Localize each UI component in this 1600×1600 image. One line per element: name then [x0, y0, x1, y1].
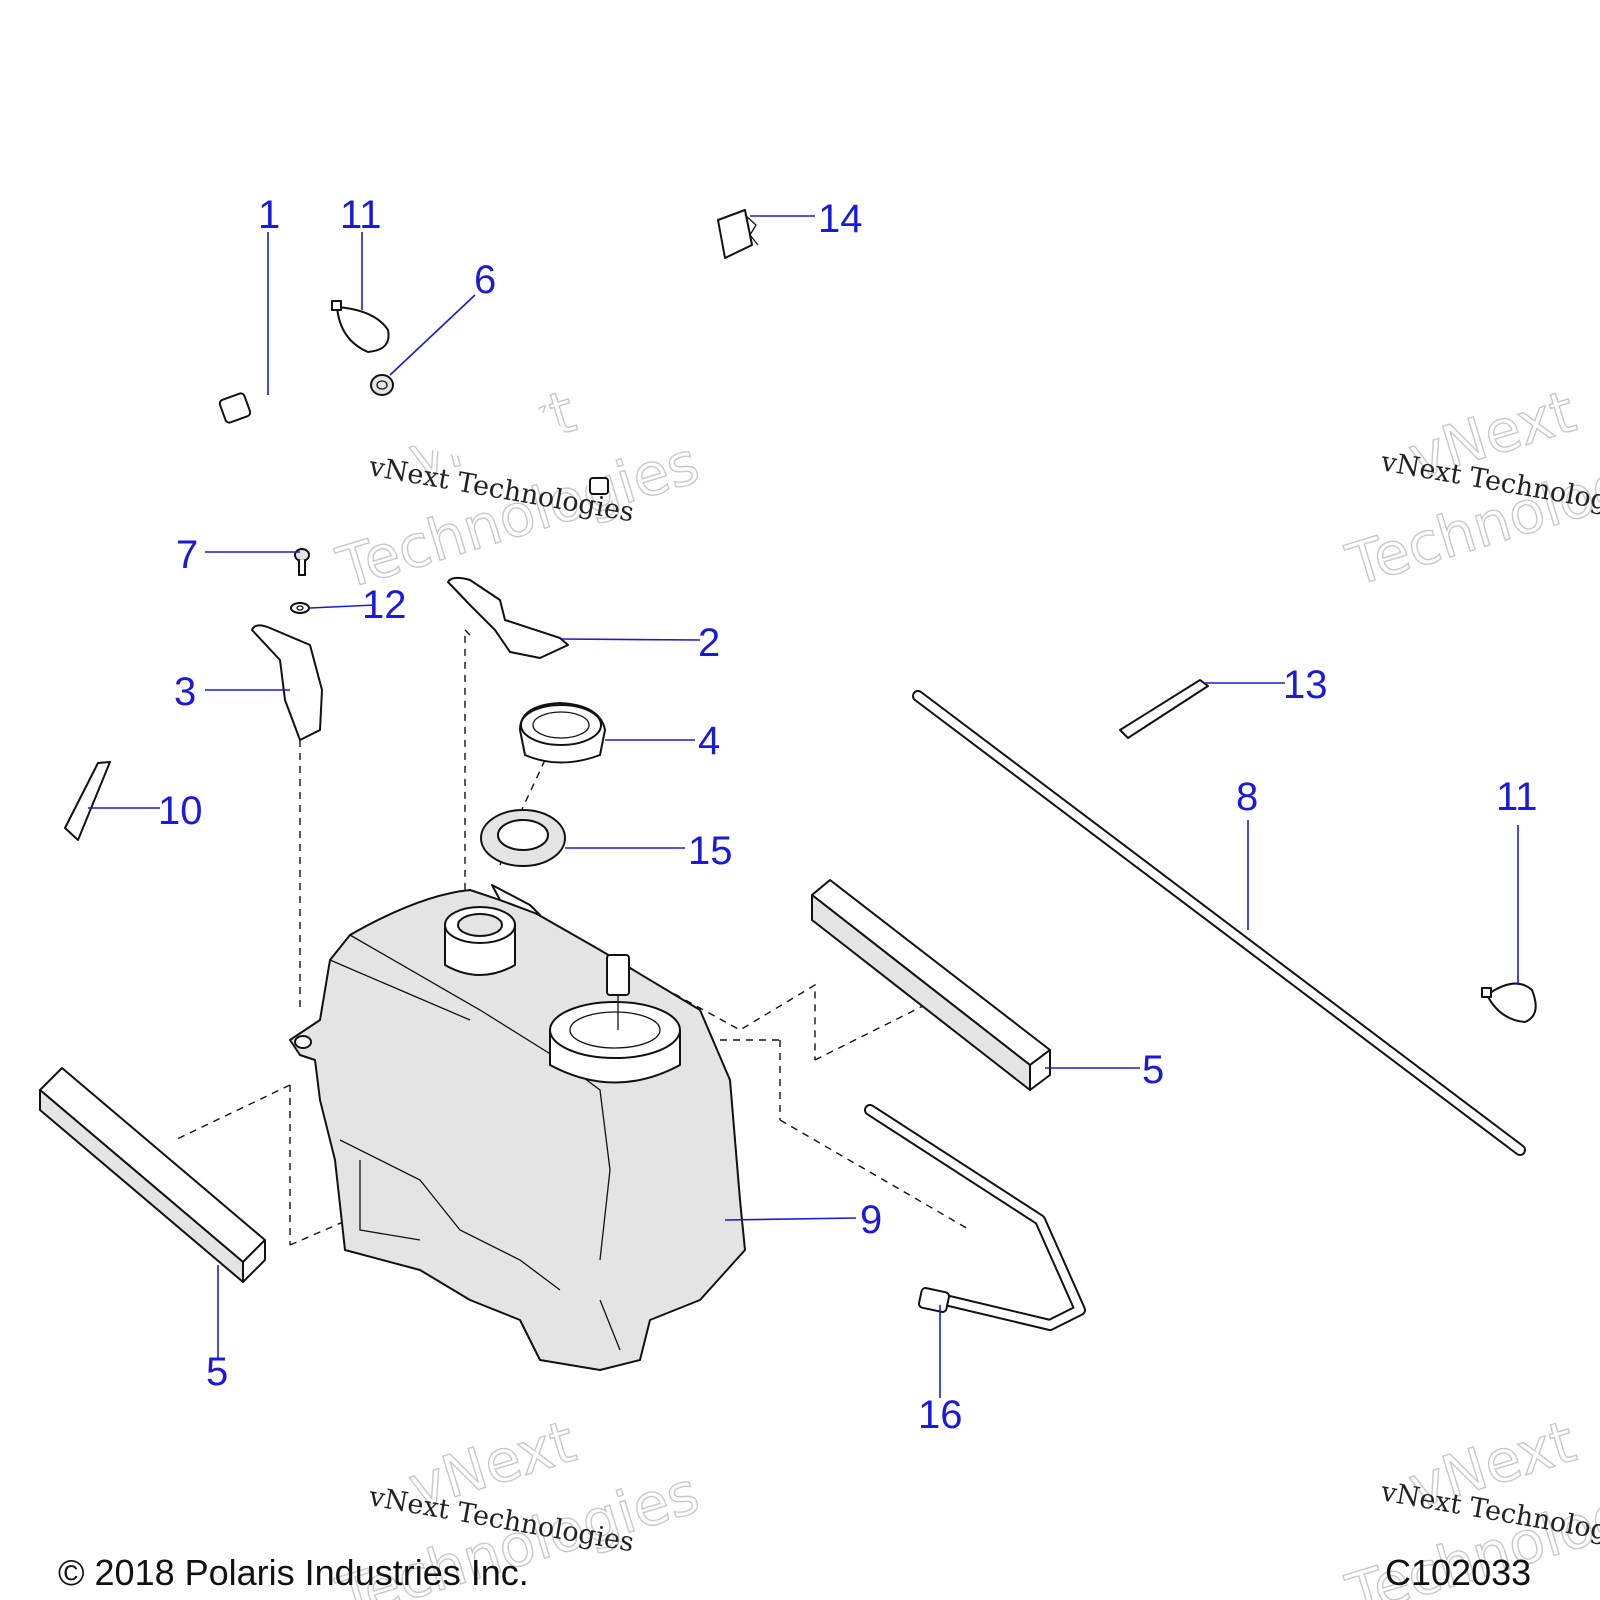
callout-15: 15: [688, 829, 733, 873]
leader-lines: [88, 215, 1519, 1398]
bracket-part: [447, 576, 569, 659]
fuel-cap-part: [519, 702, 606, 764]
fuel-line-part: [864, 1104, 1086, 1331]
foam-block-part: [39, 1067, 266, 1283]
callout-2: 2: [698, 621, 720, 665]
callout-16: 16: [918, 1393, 963, 1437]
callout-4: 4: [698, 719, 720, 763]
fuel-tank-part: [289, 884, 746, 1371]
bracket-part: [251, 624, 323, 741]
callout-3: 3: [174, 670, 196, 714]
callout-6: 6: [474, 258, 496, 302]
drawing-number: C102033: [1385, 1552, 1532, 1593]
rod-part: [912, 690, 1526, 1156]
callout-13: 13: [1283, 663, 1328, 707]
vent-hose-part: [218, 357, 609, 495]
washer-part: [290, 602, 310, 614]
callout-8: 8: [1236, 775, 1258, 819]
strip-part: [1119, 679, 1209, 739]
callout-9: 9: [860, 1198, 882, 1242]
callout-numbers: 1 11 6 14 7 12 2 3 4 10 15 13 8 11 5 9 5…: [158, 193, 1538, 1437]
bolt-part: [294, 548, 310, 576]
clip-part: [717, 209, 759, 259]
copyright-text: © 2018 Polaris Industries Inc.: [58, 1552, 529, 1593]
callout-14: 14: [818, 197, 863, 241]
callout-5: 5: [206, 1350, 228, 1394]
callout-11: 11: [1496, 775, 1538, 819]
grommet-part: [370, 374, 394, 396]
callout-7: 7: [176, 533, 198, 577]
callout-10: 10: [158, 789, 203, 833]
foam-pad-part: [64, 761, 111, 841]
callout-5: 5: [1142, 1048, 1164, 1092]
foam-block-part: [811, 879, 1051, 1091]
callout-12: 12: [362, 583, 407, 627]
band-clamp-part: [331, 300, 390, 353]
band-clamp-part: [1481, 982, 1537, 1023]
callout-1: 1: [258, 193, 280, 237]
seal-ring-part: [480, 809, 566, 867]
callout-11: 11: [340, 193, 382, 237]
